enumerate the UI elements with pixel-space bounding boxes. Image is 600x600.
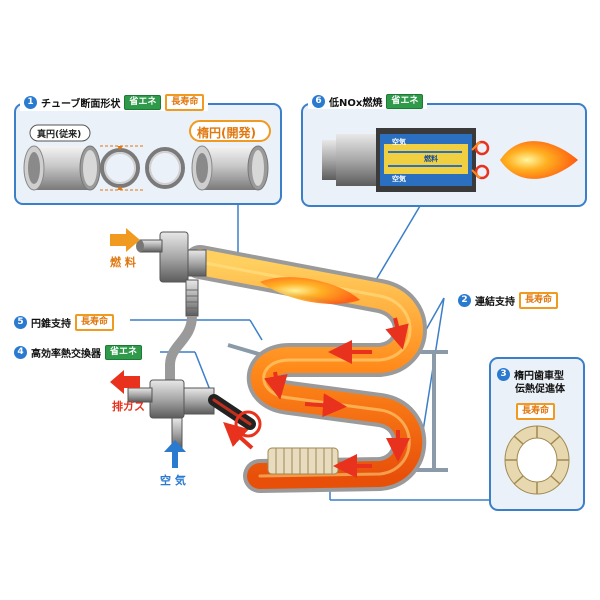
elliptic-label: 楕円(開発): [197, 126, 256, 140]
burner-fuel-label: 燃料: [424, 155, 438, 163]
callout-2-number: 2: [458, 294, 471, 307]
callout-5-heading: 円錐支持: [31, 319, 71, 330]
burner-assembly: [136, 231, 207, 390]
energy-saving-badge-4: 省エネ: [105, 345, 143, 360]
callout-2: 2 連結支持 長寿命: [458, 292, 559, 309]
cross-section-rings-icon: [100, 145, 185, 191]
round-label: 真円(従来): [37, 130, 82, 140]
callout-1-heading: チューブ断面形状: [41, 99, 121, 110]
exhaust-arrow-icon: [110, 370, 140, 394]
callout-4: 4 高効率熱交換器 省エネ: [14, 345, 143, 360]
callout-3-heading-1: 楕円歯車型: [514, 371, 564, 382]
air-arrow-icon: [164, 440, 186, 468]
flow-arrows: [223, 317, 410, 478]
long-life-badge-5: 長寿命: [75, 314, 115, 331]
fuel-arrow-icon: [110, 228, 140, 252]
callout-5: 5 円錐支持 長寿命: [14, 314, 115, 331]
heat-exchanger-assembly: [127, 379, 262, 449]
air-label: 空 気: [160, 474, 186, 487]
callout-2-heading: 連結支持: [475, 297, 515, 308]
fuel-label: 燃 料: [110, 256, 136, 269]
turbulator-in-tube: [267, 447, 339, 475]
callout-4-heading: 高効率熱交換器: [31, 349, 101, 360]
exhaust-label: 排ガス: [112, 400, 145, 413]
callout-4-number: 4: [14, 346, 27, 359]
burner-air-label-bottom: 空気: [392, 175, 406, 183]
callout-5-number: 5: [14, 316, 27, 329]
burner-air-label-top: 空気: [392, 138, 406, 146]
elliptic-gear-turbulator-icon: [504, 425, 570, 495]
callout-3-heading-2: 伝熱促進体: [515, 384, 565, 395]
callout-3-title-line1: 3 楕円歯車型: [497, 367, 564, 382]
callout-3-number: 3: [497, 368, 510, 381]
elliptic-pipe-icon: [191, 145, 269, 191]
energy-saving-badge: 省エネ: [124, 95, 162, 110]
energy-saving-badge-6: 省エネ: [386, 94, 424, 109]
round-pipe-icon: [23, 145, 101, 191]
callout-6-heading: 低NOx燃焼: [329, 98, 383, 109]
long-life-badge-2: 長寿命: [519, 292, 559, 309]
long-life-badge-3: 長寿命: [516, 403, 556, 420]
callout-6-title: 6 低NOx燃焼 省エネ: [308, 94, 428, 109]
callout-1-title: 1 チューブ断面形状 省エネ 長寿命: [20, 94, 209, 111]
callout-3-badge-wrap: 長寿命: [516, 398, 556, 420]
low-nox-burner-icon: [322, 128, 578, 192]
long-life-badge: 長寿命: [165, 94, 205, 111]
callout-6-number: 6: [312, 95, 325, 108]
callout-1-number: 1: [24, 96, 37, 109]
